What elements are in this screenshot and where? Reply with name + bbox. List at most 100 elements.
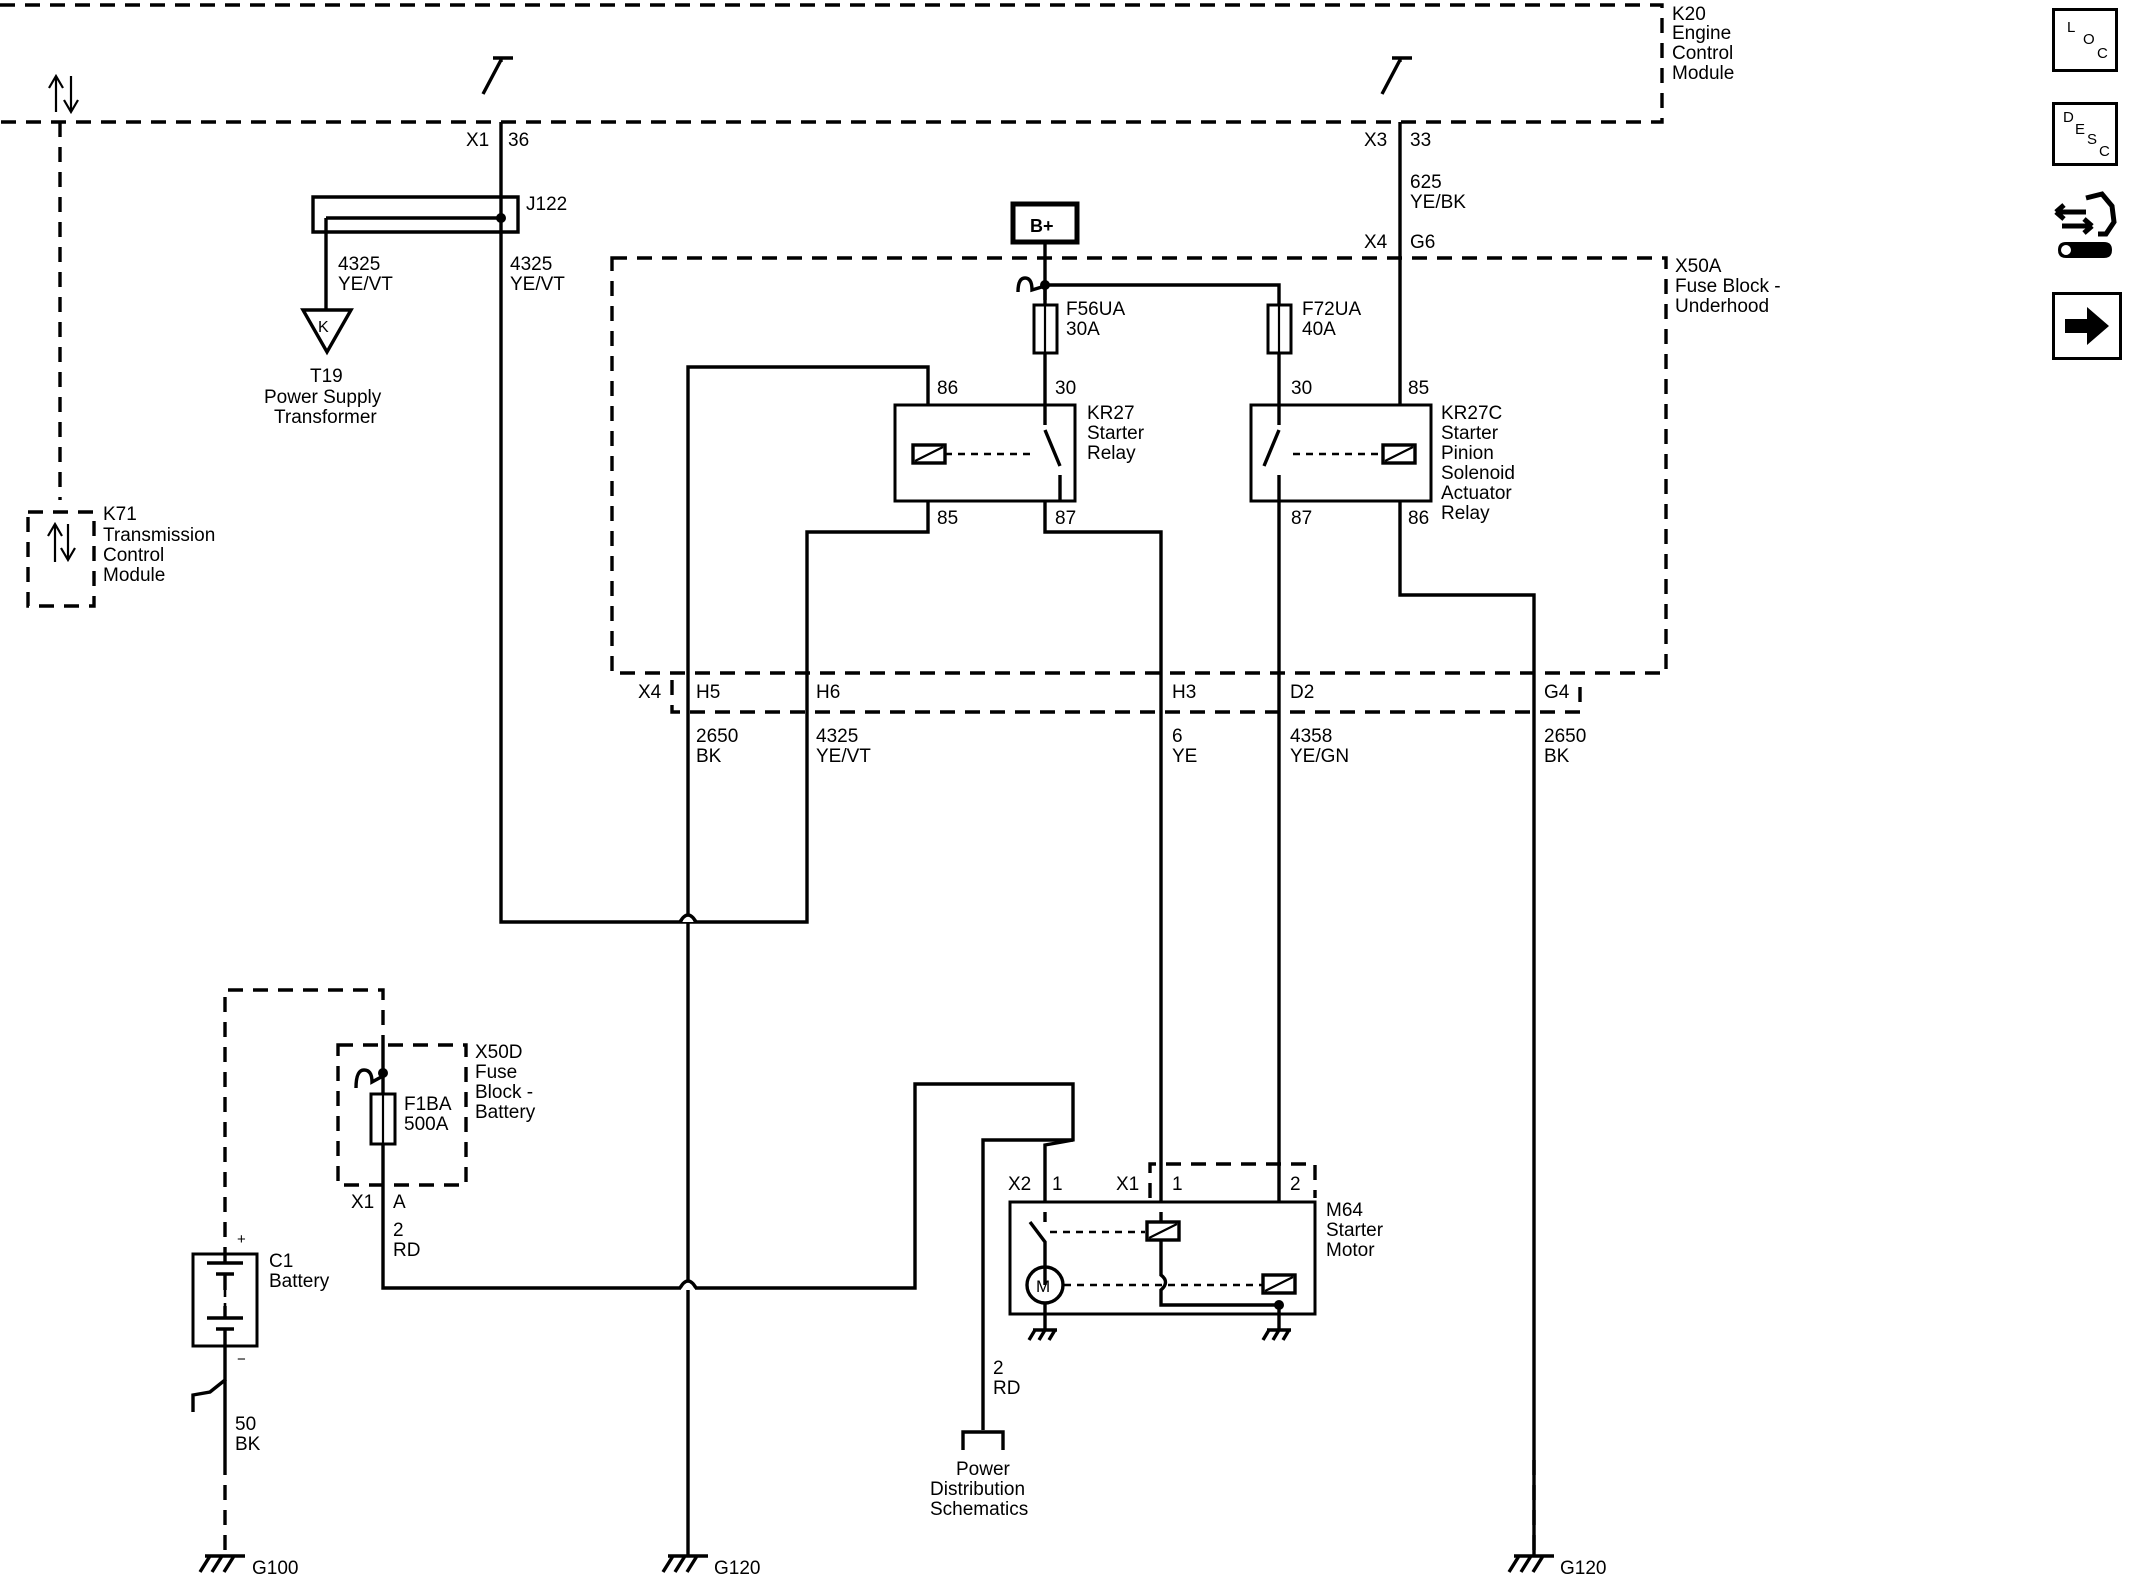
diagram-label: J122 [526, 194, 567, 215]
diagram-label: YE/VT [816, 746, 871, 767]
diagram-label: 2650 [1544, 726, 1586, 747]
diagram-label: Motor [1326, 1240, 1375, 1261]
x4-connector-bottom [670, 680, 1582, 714]
diagram-label: 36 [508, 130, 529, 151]
power-distribution-schematics-link[interactable]: Power Distribution Schematics [930, 1430, 1028, 1520]
diagram-label: T19 [310, 366, 343, 387]
diagram-label: X50D [475, 1042, 523, 1063]
fuse-f72ua[interactable]: F72UA 40A [1266, 299, 1361, 355]
diagram-label: Underhood [1675, 296, 1769, 317]
diagram-label: Fuse [475, 1062, 517, 1083]
diagram-label: Engine [1672, 23, 1731, 44]
diagram-label: Power [956, 1459, 1011, 1480]
location-button[interactable]: L O C [2052, 8, 2118, 72]
k71-transmission-control-module[interactable]: K71 Transmission Control Module [26, 504, 215, 608]
diagram-label: X1 [466, 130, 489, 151]
diagram-label: Starter [1326, 1220, 1384, 1241]
diagram-label: 30 [1291, 378, 1312, 399]
diagram-label: − [237, 1351, 246, 1368]
j122-splice-pack: J122 [311, 194, 567, 234]
loc-letter-c: C [2097, 45, 2108, 62]
diagram-label: H3 [1172, 682, 1196, 703]
diagram-label: Starter [1087, 423, 1145, 444]
desc-letter-s: S [2087, 131, 2098, 148]
diagram-label: X2 [1008, 1174, 1031, 1195]
loc-letter-o: O [2083, 31, 2095, 48]
diagram-label: Transformer [274, 407, 377, 428]
diagram-label: 4325 [338, 254, 380, 275]
m64-starter-motor[interactable]: M M64 Starter Motor [1008, 1162, 1384, 1316]
wire-2-rd-distribution [981, 1138, 1073, 1430]
x50a-fuse-block-underhood[interactable]: X50A Fuse Block - Underhood [610, 256, 1781, 675]
diagram-label: 30 [1055, 378, 1076, 399]
diagram-label: KR27C [1441, 403, 1502, 424]
wire-4325-ecm [499, 122, 930, 924]
diagram-label: 50 [235, 1414, 256, 1435]
diagram-label: 87 [1055, 508, 1076, 529]
t19-power-supply-transformer[interactable]: K T19 Power Supply Transformer [264, 308, 382, 428]
diagram-label: X4 [1364, 232, 1388, 253]
desc-letter-c: C [2099, 143, 2110, 160]
diagnostics-icon [2054, 191, 2117, 258]
diagram-label: 86 [937, 378, 958, 399]
fuse-f1ba[interactable]: F1BA 500A [369, 1092, 452, 1146]
diagram-label: G4 [1544, 682, 1570, 703]
diagram-label: 4325 [510, 254, 552, 275]
diagram-label: 87 [1291, 508, 1312, 529]
diagram-label: Relay [1087, 443, 1136, 464]
diagram-label: K [318, 319, 329, 336]
diagram-label: F1BA [404, 1094, 452, 1115]
diagram-label: Control [103, 545, 164, 566]
diagram-label: + [237, 1231, 246, 1248]
desc-letter-d: D [2063, 109, 2074, 126]
diagram-label: Pinion [1441, 443, 1494, 464]
diagram-label: C1 [269, 1251, 293, 1272]
kr27c-starter-pinion-solenoid-actuator-relay[interactable]: KR27C Starter Pinion Solenoid Actuator R… [1249, 403, 1515, 524]
diagram-label: H5 [696, 682, 720, 703]
diagram-label: G120 [1560, 1558, 1606, 1575]
diagram-label: Distribution [930, 1479, 1025, 1500]
next-button[interactable] [2052, 292, 2122, 360]
diagram-label: 85 [937, 508, 958, 529]
diagram-label: YE [1172, 746, 1197, 767]
diagram-label: 500A [404, 1114, 449, 1135]
diagram-label: 6 [1172, 726, 1183, 747]
diagram-label: Battery [269, 1271, 330, 1292]
diagram-label: 85 [1408, 378, 1429, 399]
ground-g120-right: G120 [1507, 1460, 1606, 1575]
fuse-f56ua[interactable]: F56UA 30A [1032, 285, 1125, 355]
diagram-label: YE/VT [510, 274, 565, 295]
ecm-switch-x3-33 [1380, 56, 1412, 95]
wire-2650-g4 [1398, 501, 1536, 1556]
c1-battery[interactable]: + − C1 Battery [191, 1231, 330, 1368]
diagram-label: X4 [638, 682, 662, 703]
diagram-label: BK [696, 746, 722, 767]
description-button[interactable]: D E S C [2052, 102, 2118, 166]
b-plus-connector [1016, 276, 1046, 293]
diagram-label: 2 [1290, 1174, 1301, 1195]
diagram-label: Transmission [103, 525, 215, 546]
ground-g120-left: G120 [661, 1554, 760, 1575]
diagram-label: F56UA [1066, 299, 1125, 320]
battery-negative-connector [191, 1346, 227, 1412]
desc-letter-e: E [2075, 121, 2086, 138]
diagram-label: 625 [1410, 172, 1442, 193]
kr27-starter-relay[interactable]: KR27 Starter Relay [893, 403, 1145, 503]
diagram-label: X1 [351, 1192, 374, 1213]
k20-engine-control-module[interactable]: K20 Engine Control Module [0, 3, 1734, 124]
x50d-fuse-block-battery[interactable]: X50D Fuse Block - Battery [336, 1042, 536, 1187]
diagram-label: Solenoid [1441, 463, 1515, 484]
diagram-label: 30A [1066, 319, 1100, 340]
diagram-label: 2 [993, 1358, 1004, 1379]
diagram-label: G120 [714, 1558, 760, 1575]
diagram-label: Fuse Block - [1675, 276, 1781, 297]
diagram-label: Battery [475, 1102, 536, 1123]
motor-case-ground-icon [1027, 1303, 1057, 1341]
wire-2-rd-battery [381, 1082, 1075, 1290]
diagnostics-button[interactable] [2052, 190, 2122, 258]
solenoid-case-ground-icon [1261, 1305, 1291, 1341]
ecm-switch-x1-36 [481, 56, 513, 95]
diagram-label: D2 [1290, 682, 1314, 703]
diagram-label: X1 [1116, 1174, 1139, 1195]
diagram-label: RD [393, 1240, 420, 1261]
